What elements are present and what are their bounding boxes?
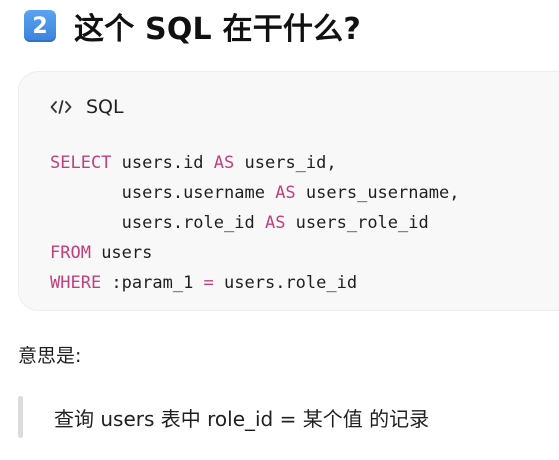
code-block: SQL SELECT users.id AS users_id, users.u…: [18, 71, 559, 311]
code-block-header: SQL: [50, 96, 124, 118]
section-heading: 2 这个 SQL 在干什么?: [24, 6, 361, 47]
code-line-4: FROM users: [50, 243, 152, 263]
code-icon: [50, 100, 72, 114]
sql-operator: =: [203, 273, 214, 293]
sql-text: users.role_id: [111, 213, 265, 233]
quote-text: 查询 users 表中 role_id = 某个值 的记录: [54, 406, 430, 431]
sql-keyword: AS: [213, 153, 235, 173]
code-line-5: WHERE :param_1 = users.role_id: [50, 273, 357, 293]
sql-text: :param_1: [101, 273, 204, 293]
sql-text: users_id,: [234, 153, 337, 173]
sql-text: users_username,: [295, 183, 460, 203]
explanation-label: 意思是:: [18, 345, 82, 367]
sql-indent: [50, 183, 111, 203]
sql-keyword: AS: [275, 183, 296, 203]
sql-keyword: SELECT: [50, 153, 112, 173]
sql-keyword: FROM: [50, 243, 91, 263]
explanation-quote: 查询 users 表中 role_id = 某个值 的记录: [18, 396, 429, 438]
sql-text: users.id: [111, 153, 214, 173]
quote-bar: [18, 396, 23, 438]
code-line-2: users.username AS users_username,: [50, 183, 460, 203]
sql-indent: [50, 213, 111, 233]
sql-code: SELECT users.id AS users_id, users.usern…: [50, 148, 459, 298]
sql-text: users.role_id: [213, 273, 358, 293]
sql-keyword: WHERE: [50, 273, 102, 293]
section-title: 这个 SQL 在干什么?: [74, 12, 361, 47]
sql-keyword: AS: [264, 213, 286, 233]
code-language-label: SQL: [86, 96, 124, 118]
sql-text: users.username: [111, 183, 276, 203]
number-2-badge-icon: 2: [24, 10, 56, 42]
sql-text: users_role_id: [285, 213, 429, 233]
sql-text: users: [90, 243, 153, 263]
code-line-3: users.role_id AS users_role_id: [50, 213, 429, 233]
code-line-1: SELECT users.id AS users_id,: [50, 153, 337, 173]
